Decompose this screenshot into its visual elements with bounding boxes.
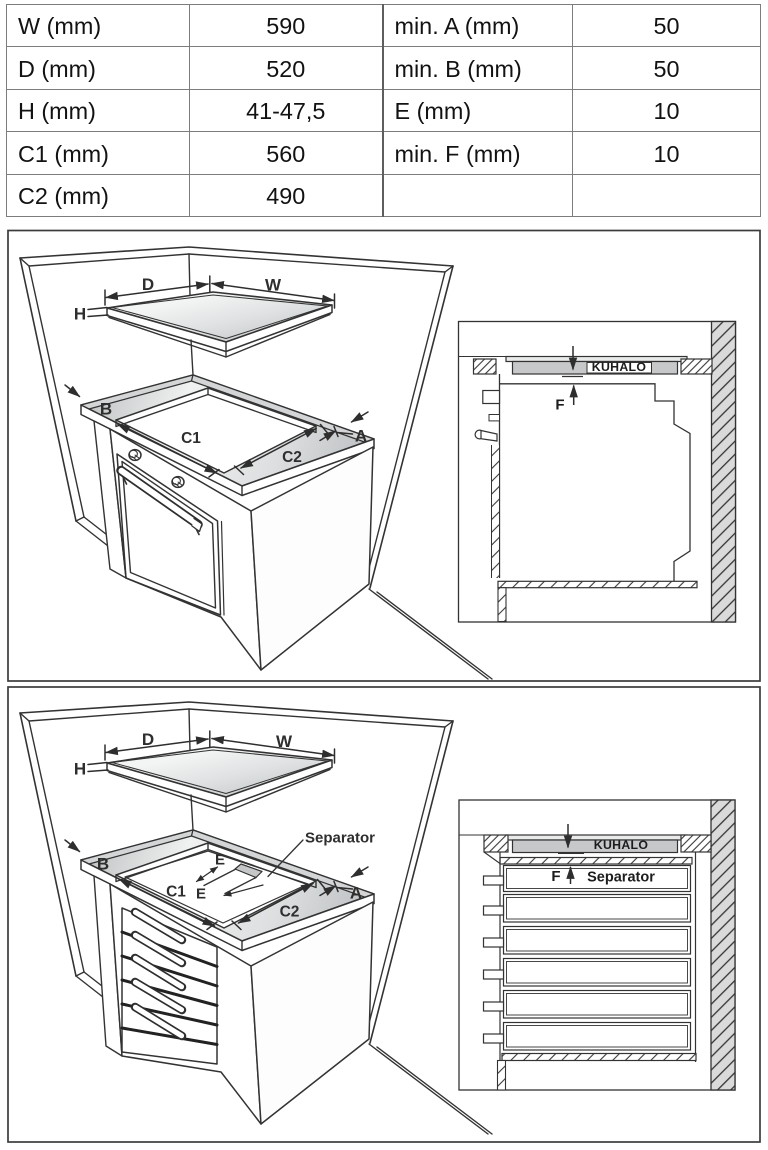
svg-text:C2: C2 xyxy=(282,449,302,466)
svg-text:A: A xyxy=(350,884,362,903)
svg-text:C1: C1 xyxy=(166,884,186,901)
svg-text:KUHALO: KUHALO xyxy=(594,838,649,852)
svg-text:B: B xyxy=(100,400,112,419)
svg-text:C1: C1 xyxy=(181,430,201,447)
svg-text:C2: C2 xyxy=(280,904,300,921)
svg-text:KUHALO: KUHALO xyxy=(592,360,647,374)
svg-text:D: D xyxy=(142,730,154,749)
svg-text:F: F xyxy=(555,397,564,414)
svg-text:A: A xyxy=(355,427,367,446)
svg-text:W: W xyxy=(276,732,293,751)
svg-text:F: F xyxy=(551,868,560,885)
svg-text:H: H xyxy=(74,760,86,779)
svg-text:W: W xyxy=(265,276,282,295)
svg-text:E: E xyxy=(196,886,206,903)
svg-text:H: H xyxy=(74,305,86,324)
svg-text:Separator: Separator xyxy=(305,830,375,847)
svg-text:B: B xyxy=(97,855,109,874)
svg-text:E: E xyxy=(215,852,225,869)
svg-text:D: D xyxy=(142,275,154,294)
svg-text:Separator: Separator xyxy=(587,870,655,886)
